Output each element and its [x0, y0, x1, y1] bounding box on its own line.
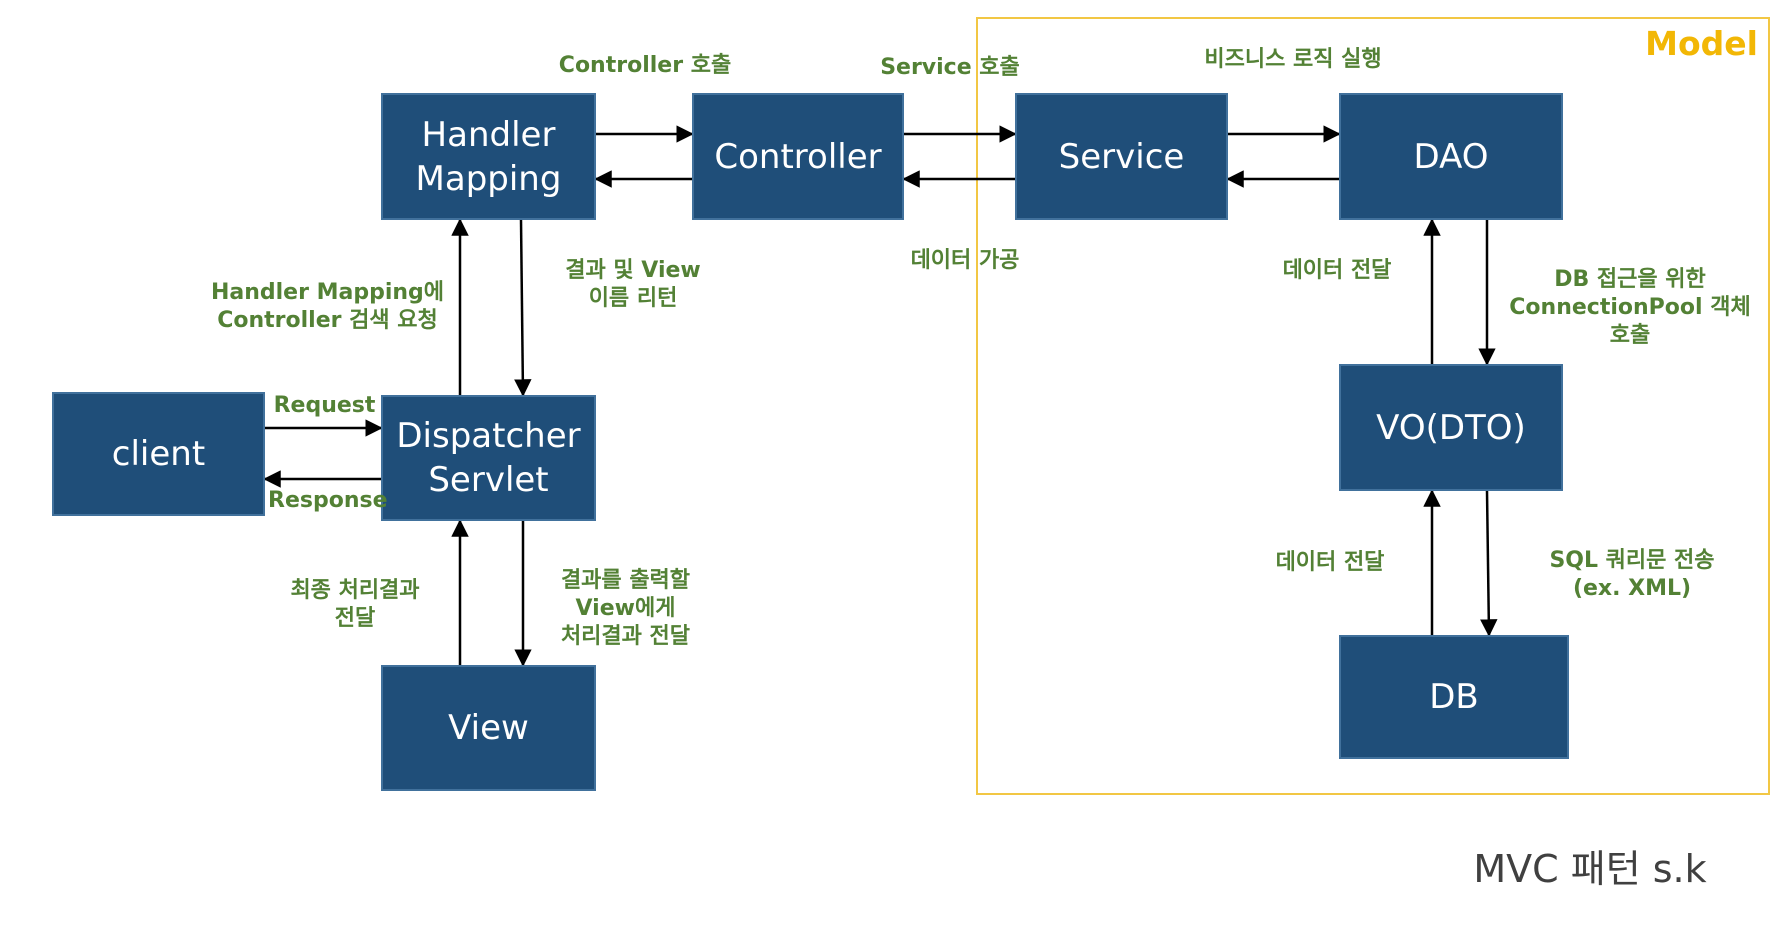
label-view-output: 결과를 출력할 View에게 처리결과 전달: [560, 568, 691, 649]
label-handler-search: Handler Mapping에 Controller 검색 요청: [210, 280, 445, 333]
label-data-transfer-db: 데이터 전달: [1275, 550, 1385, 575]
label-request: Request: [273, 393, 376, 418]
db-node: DB: [1339, 635, 1569, 759]
vo-dto-node: VO(DTO): [1339, 364, 1563, 491]
label-controller-call: Controller 호출: [558, 53, 732, 78]
label-business-logic: 비즈니스 로직 실행: [1204, 47, 1382, 72]
handler-mapping-node: Handler Mapping: [381, 93, 596, 220]
controller-node: Controller: [692, 93, 904, 220]
label-db-connection: DB 접근을 위한 ConnectionPool 객체 호출: [1509, 267, 1751, 348]
dao-node: DAO: [1339, 93, 1563, 220]
model-boundary: [976, 17, 1770, 795]
diagram-caption: MVC 패턴 s.k: [1473, 847, 1707, 891]
label-sql-query: SQL 쿼리문 전송 (ex. XML): [1549, 548, 1715, 601]
label-final-result: 최종 처리결과 전달: [290, 578, 420, 631]
label-service-call: Service 호출: [880, 55, 1020, 80]
model-label: Model: [1645, 24, 1758, 63]
label-result-view-return: 결과 및 View 이름 리턴: [565, 258, 701, 311]
label-response: Response: [268, 488, 388, 513]
label-data-transfer-dao: 데이터 전달: [1282, 258, 1392, 283]
label-data-processing: 데이터 가공: [910, 248, 1020, 273]
client-node: client: [52, 392, 265, 516]
arrow-handler-to-dispatcher: [514, 219, 532, 397]
view-node: View: [381, 665, 596, 791]
dispatcher-servlet-node: Dispatcher Servlet: [381, 395, 596, 521]
service-node: Service: [1015, 93, 1228, 220]
arrow-vo-to-db: [1480, 490, 1498, 637]
